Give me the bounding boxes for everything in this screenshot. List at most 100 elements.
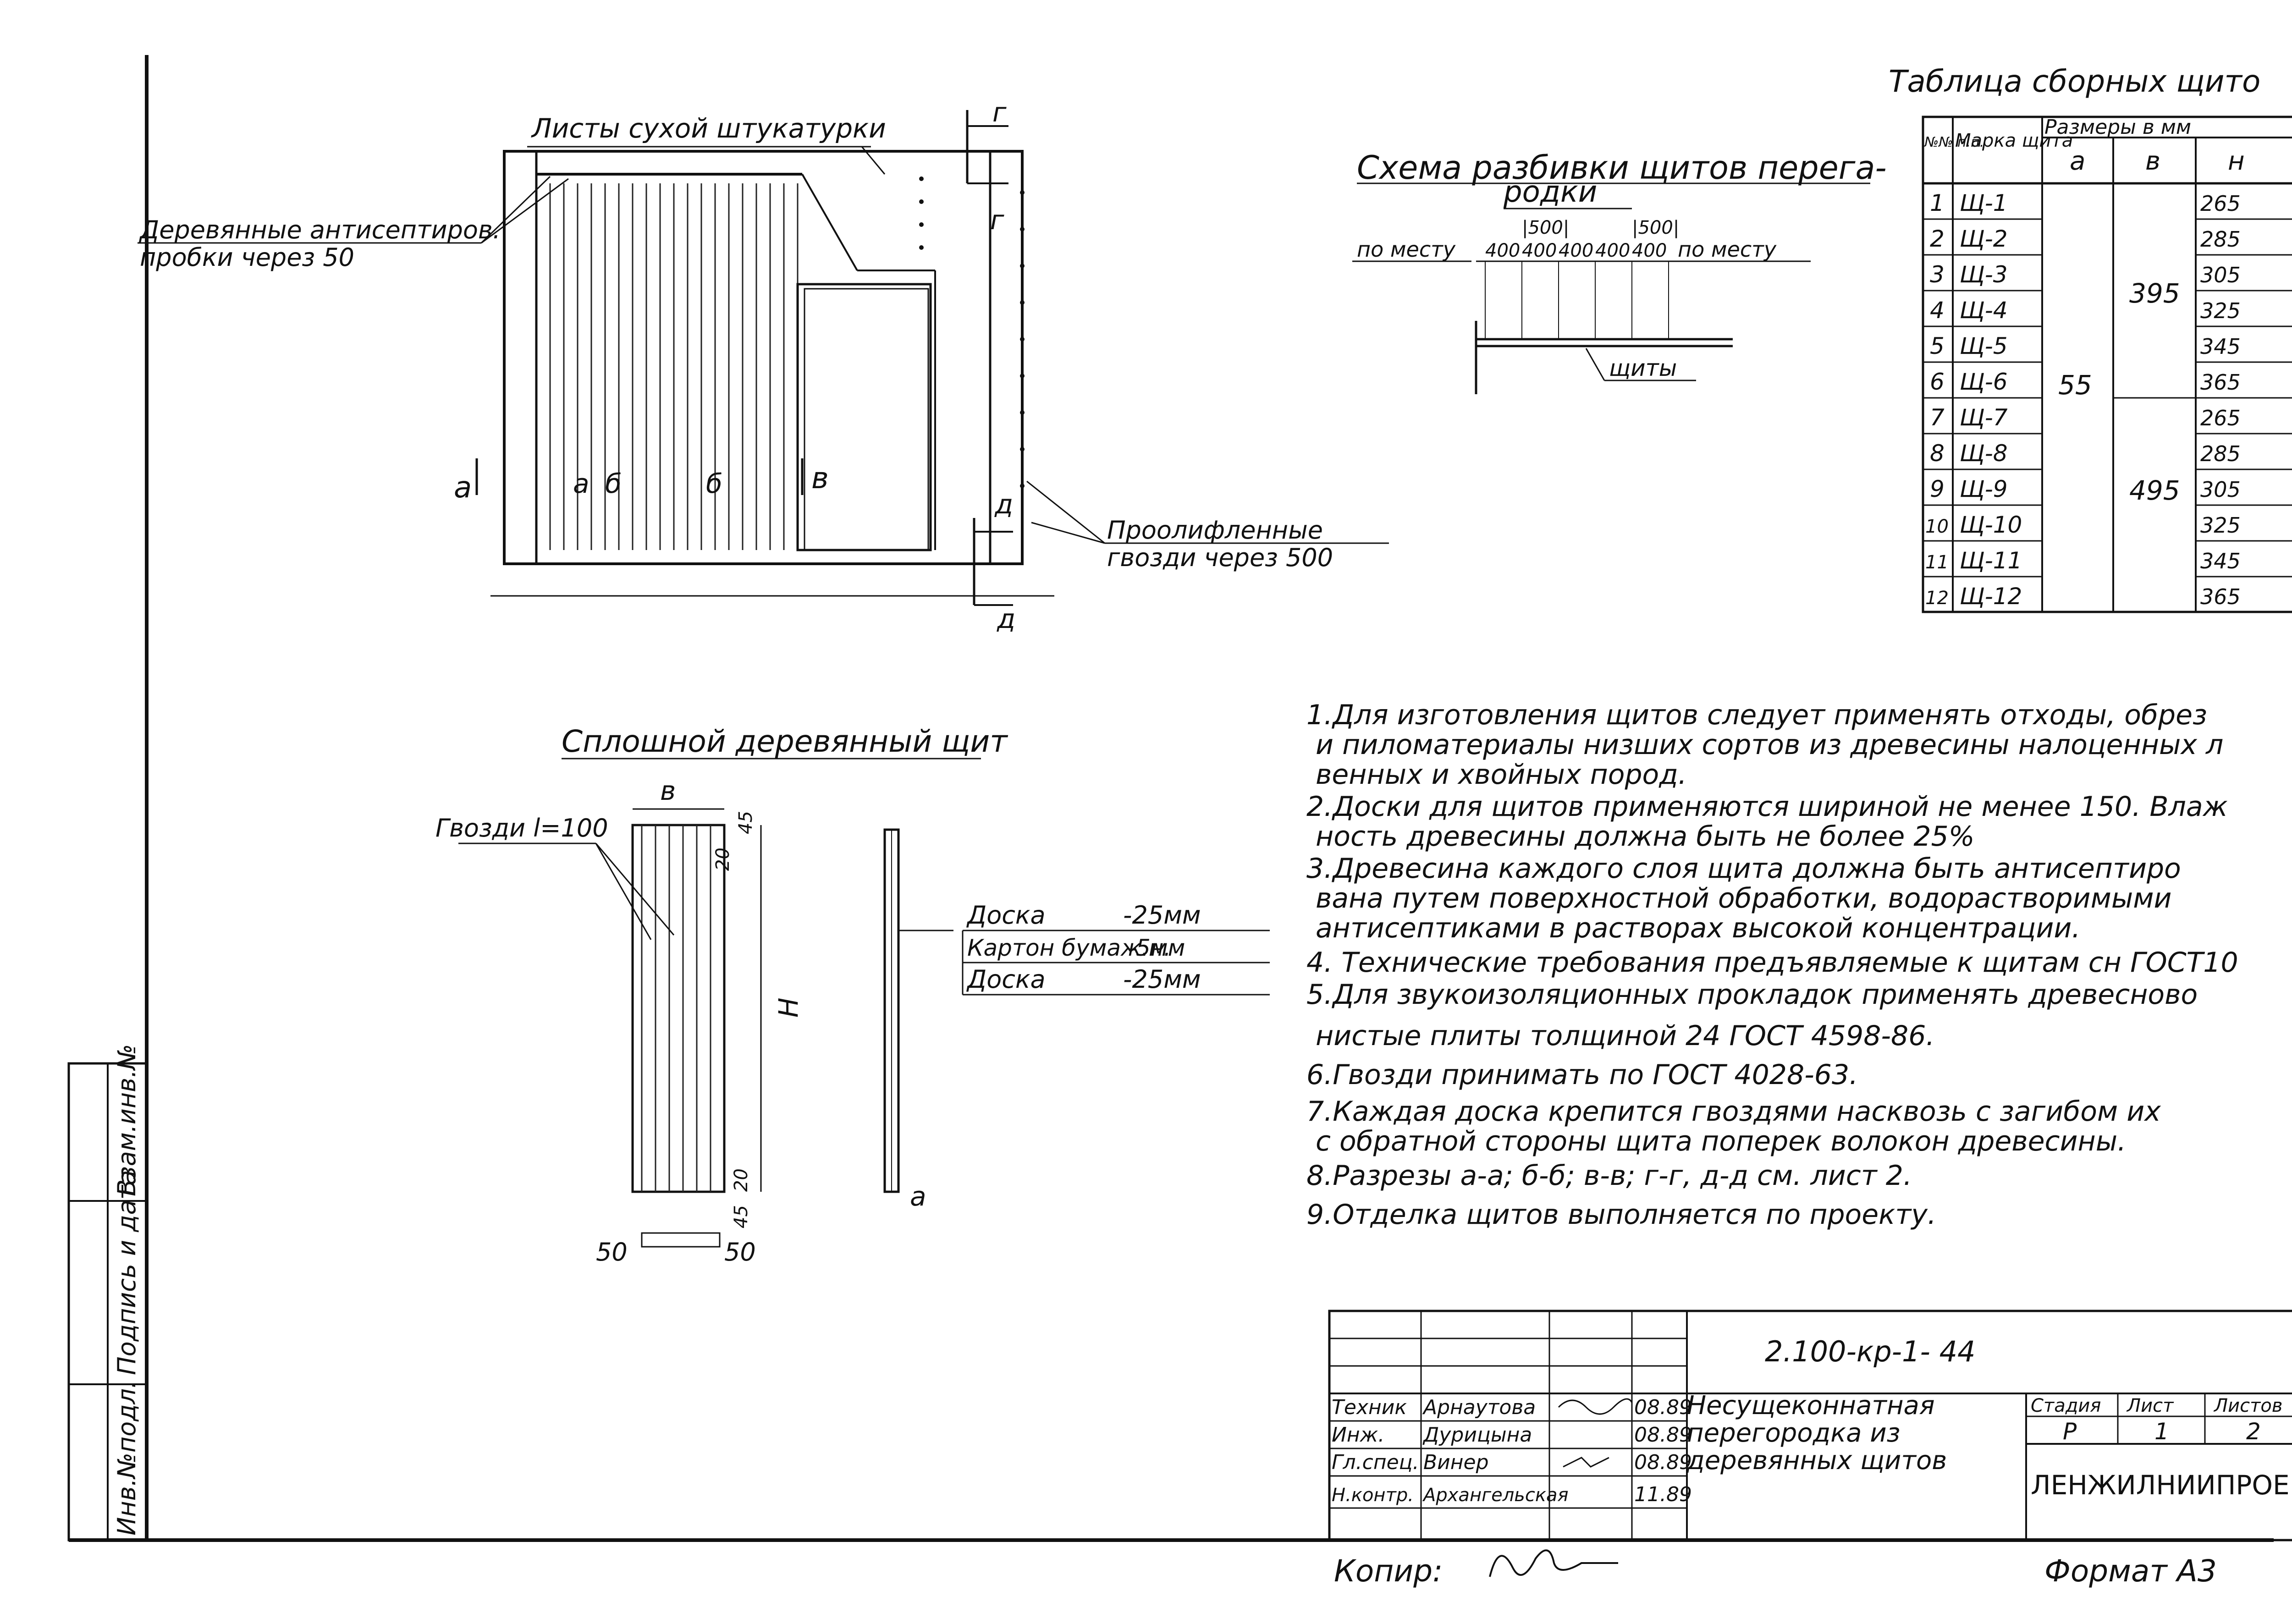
table-title: Таблица сборных щито [1889,64,2260,99]
row-3-h: 305 [2200,263,2241,287]
row-6-mark: Щ-6 [1960,369,2008,395]
row-6-n: 6 [1930,369,1945,395]
note-line-7: вана путем поверхностной обработки, водо… [1316,882,2172,914]
sheets-label: Листов [2213,1395,2282,1416]
section-a: а [454,471,472,505]
note-line-13: 7.Каждая доска крепится гвоздями насквоз… [1306,1096,2161,1128]
row-7-mark: Щ-7 [1960,404,2008,431]
row-1-n: 1 [1930,190,1945,216]
table-row-lines [1923,218,2292,578]
row-12-n: 12 [1925,588,1949,609]
shield-dim-H: H [773,997,804,1018]
scheme-dim-2: 400 [1522,240,1557,261]
row-4-mark: Щ-4 [1960,297,2008,324]
th-mark: Марка щита [1955,130,2073,151]
th-a: а [2070,146,2085,176]
layer-2-name: Картон бумаж.н. [967,935,1171,961]
doc-name-3: деревянных щитов [1686,1446,1947,1475]
partition-elevation: Листы сухой штукатурки Деревянные антисе… [138,97,1389,634]
shield-dim-20-top: 20 [712,848,733,871]
title-block: 2.100-кр-1- 44 Несущеконнатная перегород… [1328,1310,2292,1589]
row-8-n: 8 [1930,440,1945,467]
nail-dots [919,176,1025,488]
person-4-date: 11.89 [1634,1483,1692,1506]
shield-dim-45-bottom: 45 [731,1205,752,1228]
shield-dim-b: в [660,775,676,806]
shield-dim-50-right: 50 [724,1238,756,1266]
copier-signature [1489,1549,1618,1577]
row-8-mark: Щ-8 [1960,440,2008,467]
row-8-h: 285 [2200,441,2241,466]
shield-nails-label: Гвозди l=100 [435,814,608,842]
cell-a-value: 55 [2058,369,2092,401]
layer-1-name: Доска [966,901,1046,930]
row-2-mark: Щ-2 [1960,226,2008,252]
format-label: Формат А3 [2044,1553,2217,1589]
row-12-mark: Щ-12 [1960,583,2022,610]
row-2-h: 285 [2200,227,2241,252]
person-4-name: Архангельская [1422,1485,1569,1506]
doc-code: 2.100-кр-1- 44 [1765,1335,1975,1368]
th-b: в [2145,146,2160,176]
section-a2: а [573,468,590,499]
row-9-n: 9 [1930,476,1945,502]
stage-label: Стадия [2031,1395,2101,1416]
doc-name-2: перегородка из [1687,1418,1900,1448]
th-sizes: Размеры в мм [2044,116,2191,139]
row-3-n: 3 [1930,261,1945,288]
side-stamp-replace: Взам.инв.№ [112,1044,141,1196]
row-10-n: 10 [1925,516,1949,537]
row-2-n: 2 [1930,226,1945,252]
copied-label: Копир: [1334,1553,1443,1589]
note-line-3: венных и хвойных пород. [1316,759,1687,791]
scheme-dim-3: 400 [1559,240,1593,261]
row-9-mark: Щ-9 [1960,476,2008,502]
people: Техник Арнаутова 08.89 Инж. Дурицына 08.… [1332,1396,1692,1506]
row-5-n: 5 [1930,333,1945,359]
org-name: ЛЕНЖИЛНИИПРОЕКТ [2031,1470,2292,1501]
layer-3-value: -25мм [1123,965,1201,994]
row-7-n: 7 [1930,404,1945,431]
label-plugs-1: Деревянные антисептиров. [139,215,501,244]
label-nails-2: гвозди через 500 [1107,543,1333,572]
table-rows: 1 Щ-1 265 2 Щ-2 285 3 Щ-3 305 4 Щ-4 325 … [1925,190,2241,610]
shield-boards [641,825,711,1192]
person-1-name: Арнаутова [1422,1396,1536,1419]
section-b2: б [706,468,722,499]
person-3-date: 08.89 [1634,1451,1692,1474]
note-line-16: 9.Отделка щитов выполняется по проекту. [1306,1199,1936,1231]
note-line-15: 8.Разрезы а-а; б-б; в-в; г-г, д-д см. ли… [1306,1160,1912,1192]
scheme-left-label: по месту [1357,237,1456,262]
section-g: г [992,97,1007,128]
row-5-mark: Щ-5 [1960,333,2008,359]
person-4-role: Н.контр. [1332,1485,1414,1506]
row-1-h: 265 [2200,191,2241,216]
doc-name-1: Несущеконнатная [1687,1391,1935,1420]
scheme-dim-1: 400 [1485,240,1520,261]
row-7-h: 265 [2200,406,2241,430]
shields-table: Таблица сборных щито №№ п.п. Марка щита … [1889,64,2292,613]
scheme-title-2: родки [1503,175,1597,209]
scheme-dim-4: 400 [1595,240,1630,261]
side-stamp-inv: Инв.№подл. [112,1381,141,1536]
label-nails-1: Проолифленные [1107,516,1323,545]
cell-b-value-2: 495 [2129,475,2180,506]
scheme-dim-500-2: |500| [1632,217,1679,238]
note-line-11: нистые плиты толщиной 24 ГОСТ 4598-86. [1316,1020,1934,1052]
note-line-8: антисептиками в растворах высокой концен… [1316,912,2080,944]
note-line-14: с обратной стороны щита поперек волокон … [1316,1125,2126,1157]
row-11-n: 11 [1925,552,1949,573]
scheme: Схема разбивки щитов перега- родки по ме… [1352,149,1887,394]
row-4-h: 325 [2200,298,2241,323]
shield-dim-50-left: 50 [596,1238,628,1266]
row-12-h: 365 [2200,584,2241,609]
note-line-10: 5.Для звукоизоляционных прокладок примен… [1306,979,2198,1011]
layer-2-value: -5мм [1128,935,1185,961]
scheme-dim-5: 400 [1632,240,1667,261]
layer-1-value: -25мм [1123,901,1201,930]
row-11-h: 345 [2200,549,2241,573]
shield-title: Сплошной деревянный щит [562,724,1008,759]
note-line-9: 4. Технические требования предъявляемые … [1306,947,2238,979]
person-2-date: 08.89 [1634,1423,1692,1447]
section-g2: г [990,204,1004,236]
